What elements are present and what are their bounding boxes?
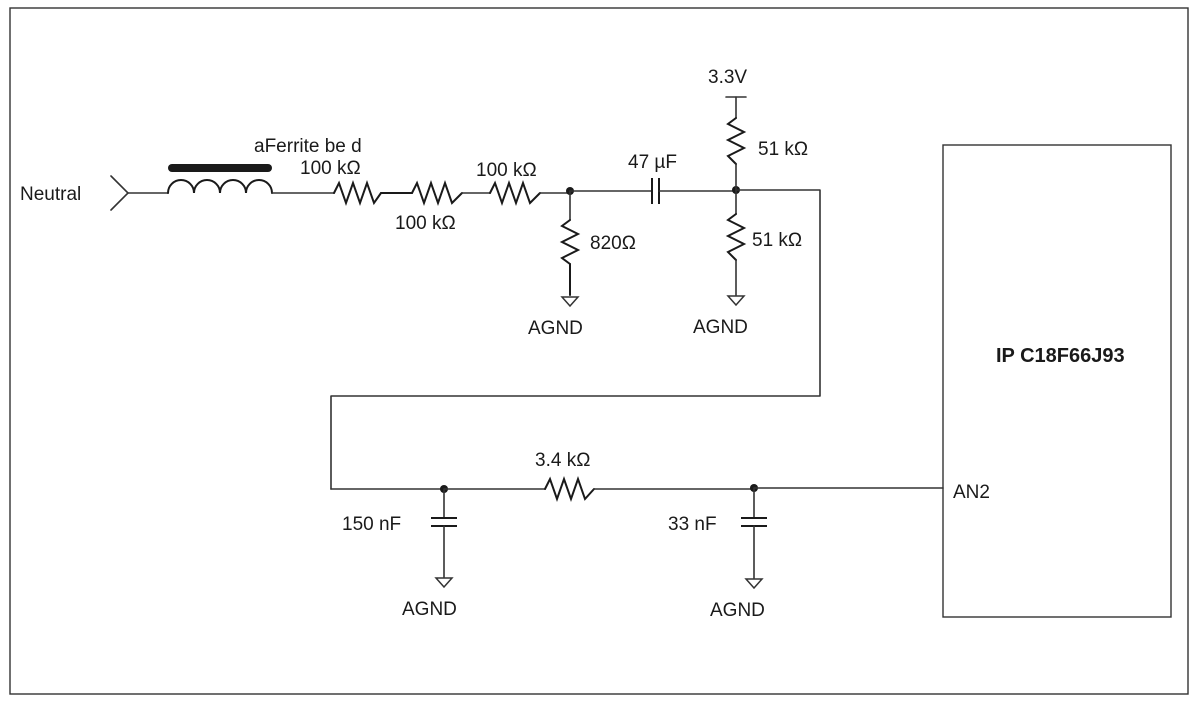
diagram-frame (9, 7, 1189, 695)
agnd-symbol-3 (434, 577, 454, 589)
resistor-r3 (489, 179, 541, 207)
c47-label: 47 µF (628, 152, 677, 173)
agnd-label-3: AGND (402, 599, 457, 620)
r34-label: 3.4 kΩ (535, 450, 590, 471)
r1-label: 100 kΩ (300, 158, 361, 179)
agnd-label-1: AGND (528, 318, 583, 339)
resistor-51k-bottom (725, 213, 747, 261)
c33-label: 33 nF (668, 514, 717, 535)
vcc-label: 3.3V (708, 67, 747, 88)
microcontroller-block (942, 144, 1172, 618)
r820-label: 820Ω (590, 233, 636, 254)
r2-label: 100 kΩ (395, 213, 456, 234)
resistor-r2 (411, 179, 463, 207)
r3-label: 100 kΩ (476, 160, 537, 181)
agnd-symbol-4 (744, 578, 764, 590)
neutral-connector-symbol (110, 175, 129, 211)
wire-node-b-to-filter-route (330, 189, 821, 490)
c150-label: 150 nF (342, 514, 401, 535)
ferrite-label: aFerrite be d (254, 136, 362, 157)
resistor-51k-top (725, 117, 747, 165)
resistor-r1 (333, 179, 382, 207)
r51-bottom-label: 51 kΩ (752, 230, 802, 251)
neutral-label: Neutral (20, 184, 81, 205)
resistor-820 (559, 219, 581, 265)
agnd-label-4: AGND (710, 600, 765, 621)
resistor-3-4k (544, 475, 595, 503)
pin-an2-label: AN2 (953, 482, 990, 503)
agnd-symbol-1 (560, 296, 580, 308)
agnd-label-2: AGND (693, 317, 748, 338)
r51-top-label: 51 kΩ (758, 139, 808, 160)
chip-name-label: IP C18F66J93 (996, 345, 1125, 367)
agnd-symbol-2 (726, 295, 746, 307)
ferrite-bead-inductor (167, 179, 273, 194)
